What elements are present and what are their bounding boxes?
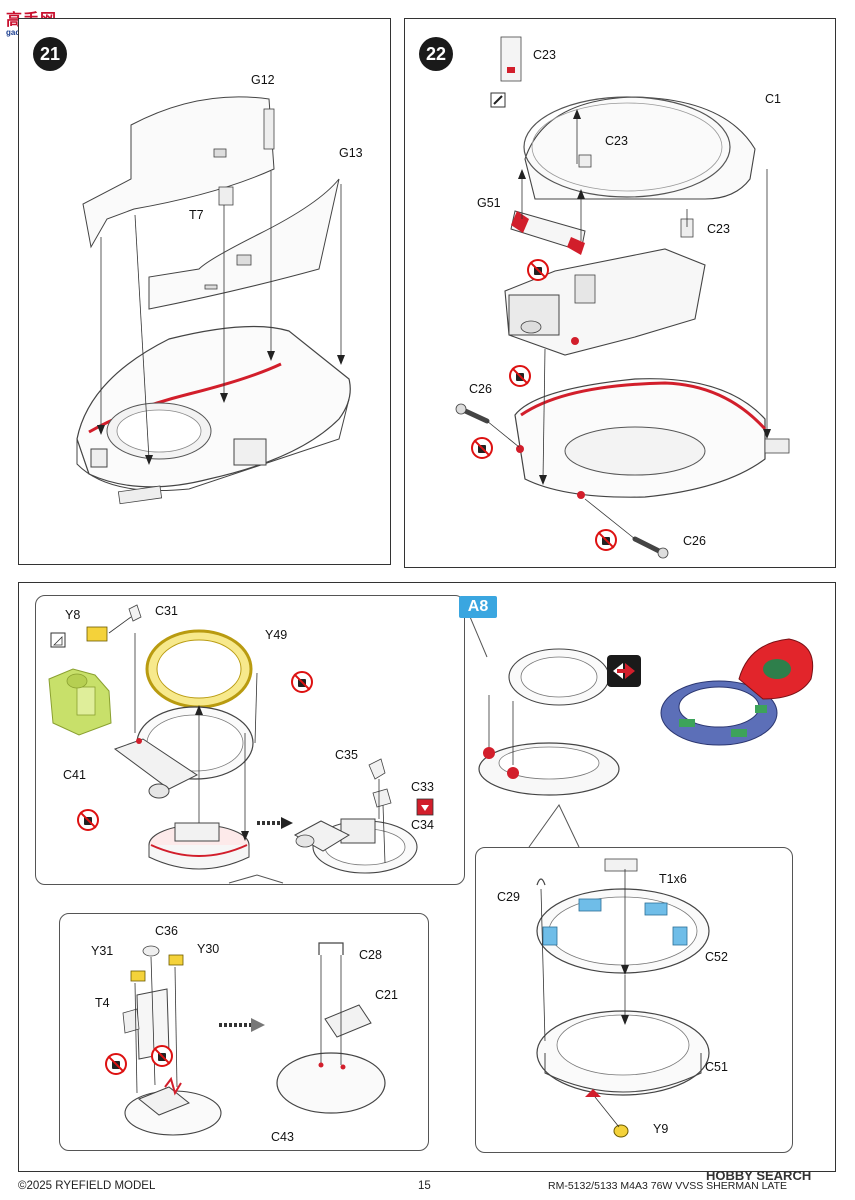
footer-watermark: HOBBY SEARCH <box>706 1168 812 1183</box>
no-glue-icon <box>105 1053 127 1075</box>
no-glue-icon <box>471 437 493 459</box>
part-label-y49: Y49 <box>265 628 288 642</box>
part-label-c36: C36 <box>155 924 178 938</box>
no-glue-icon <box>291 671 313 693</box>
step-21-badge: 21 <box>33 37 67 71</box>
part-label-c51: C51 <box>705 1060 728 1074</box>
step-21-panel: 21 G12 G13 T7 <box>18 18 391 565</box>
no-glue-icon <box>527 259 549 281</box>
part-label-y9: Y9 <box>653 1122 669 1136</box>
part-label-c1: C1 <box>765 92 781 106</box>
part-label-c29: C29 <box>497 890 520 904</box>
part-label-c23: C23 <box>605 134 628 148</box>
part-label-t7: T7 <box>189 208 204 222</box>
part-label-c23: C23 <box>707 222 730 236</box>
footer-copyright: ©2025 RYEFIELD MODEL <box>18 1180 156 1192</box>
part-label-c26: C26 <box>469 382 492 396</box>
variant-badge-a8: A8 <box>459 596 497 618</box>
part-label-g12: G12 <box>251 73 275 87</box>
part-label-c41: C41 <box>63 768 86 782</box>
part-label-y30: Y30 <box>197 942 220 956</box>
part-label-g13: G13 <box>339 146 363 160</box>
no-glue-icon <box>77 809 99 831</box>
step-22-badge: 22 <box>419 37 453 71</box>
step-23-diagram <box>48 604 814 1138</box>
hatch-subassembly-callout <box>59 913 429 1151</box>
no-glue-icon <box>151 1045 173 1067</box>
step-23-panel: Y8 C31 Y49 C41 C35 C33 C34 C36 Y31 Y30 T… <box>18 582 836 1172</box>
part-label-c31: C31 <box>155 604 178 618</box>
part-label-c23: C23 <box>533 48 556 62</box>
part-label-c33: C33 <box>411 780 434 794</box>
part-label-c52: C52 <box>705 950 728 964</box>
part-label-c26: C26 <box>683 534 706 548</box>
part-label-y8: Y8 <box>65 608 81 622</box>
step-22-panel: 22 <box>404 18 836 568</box>
part-label-c43: C43 <box>271 1130 294 1144</box>
footer-product: RM-5132/5133 M4A3 76W VVSS SHERMAN LATE <box>548 1180 788 1192</box>
part-label-g51: G51 <box>477 196 501 210</box>
part-label-y31: Y31 <box>91 944 114 958</box>
part-label-t1x6: T1x6 <box>659 872 687 886</box>
no-glue-icon <box>595 529 617 551</box>
part-label-t4: T4 <box>95 996 110 1010</box>
step-22-diagram <box>455 36 790 559</box>
no-glue-icon <box>509 365 531 387</box>
part-label-c21: C21 <box>375 988 398 1002</box>
step-21-diagram <box>76 96 351 505</box>
part-label-c34: C34 <box>411 818 434 832</box>
part-label-c35: C35 <box>335 748 358 762</box>
footer-page-number: 15 <box>418 1180 431 1192</box>
part-label-c28: C28 <box>359 948 382 962</box>
